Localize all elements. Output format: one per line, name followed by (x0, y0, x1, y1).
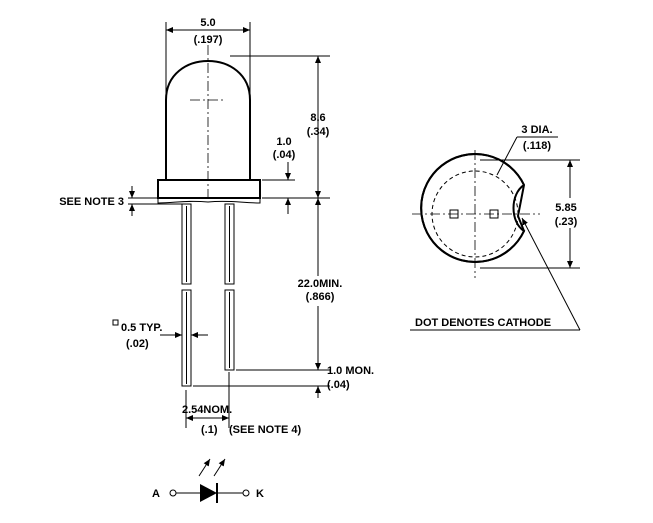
lead-spacing-mm: 2.54NOM. (182, 404, 232, 416)
hole-dia-mm: 3 DIA. (521, 124, 552, 136)
lead-pad-cathode (489, 209, 499, 219)
lead-square-mm: 0.5 TYP. (121, 322, 162, 334)
cathode-label: K (256, 488, 264, 500)
lead-length-mm: 22.0MIN. (298, 278, 343, 290)
body-height-inch: (.34) (307, 126, 330, 138)
body-height-mm: 8.6 (310, 112, 325, 124)
diode-triangle-icon (200, 484, 217, 502)
side-view: 5.0 (.197) 8.6 (.34) 1.0 (.04) 22.0MIN. … (59, 17, 374, 436)
light-arrow-icon (198, 458, 211, 477)
bottom-view: 3 DIA. (.118) 5.85 (.23) DOT DENOTES CAT… (410, 124, 582, 331)
flange-dia-inch: (.23) (555, 216, 578, 228)
lead-length-inch: (.866) (306, 291, 335, 303)
lead-end-inch: (.04) (327, 379, 350, 391)
body-width-inch: (.197) (194, 34, 223, 46)
lead-spacing-note: (SEE NOTE 4) (229, 424, 301, 436)
anode-terminal (169, 489, 177, 497)
led-flange (157, 179, 261, 199)
hole-dia-inch: (.118) (523, 140, 551, 152)
lead-pad-anode (449, 209, 459, 219)
cathode-terminal (242, 489, 250, 497)
lead-end-mm: 1.0 MON. (327, 365, 374, 377)
anode-label: A (152, 488, 160, 500)
lead-square-inch: (.02) (126, 338, 149, 350)
cathode-note: DOT DENOTES CATHODE (415, 317, 551, 329)
led-body-outline (165, 60, 251, 180)
leads (181, 203, 235, 387)
square-symbol-icon (112, 319, 119, 326)
body-width-mm: 5.0 (200, 17, 215, 29)
light-arrow-icon (213, 458, 226, 477)
flange-dia-mm: 5.85 (555, 202, 576, 214)
flange-height-inch: (.04) (273, 149, 296, 161)
lead-spacing-inch: (.1) (201, 424, 218, 436)
flange-height-mm: 1.0 (276, 136, 291, 148)
see-note-3: SEE NOTE 3 (59, 196, 124, 208)
led-schematic-symbol: A K (152, 458, 264, 503)
